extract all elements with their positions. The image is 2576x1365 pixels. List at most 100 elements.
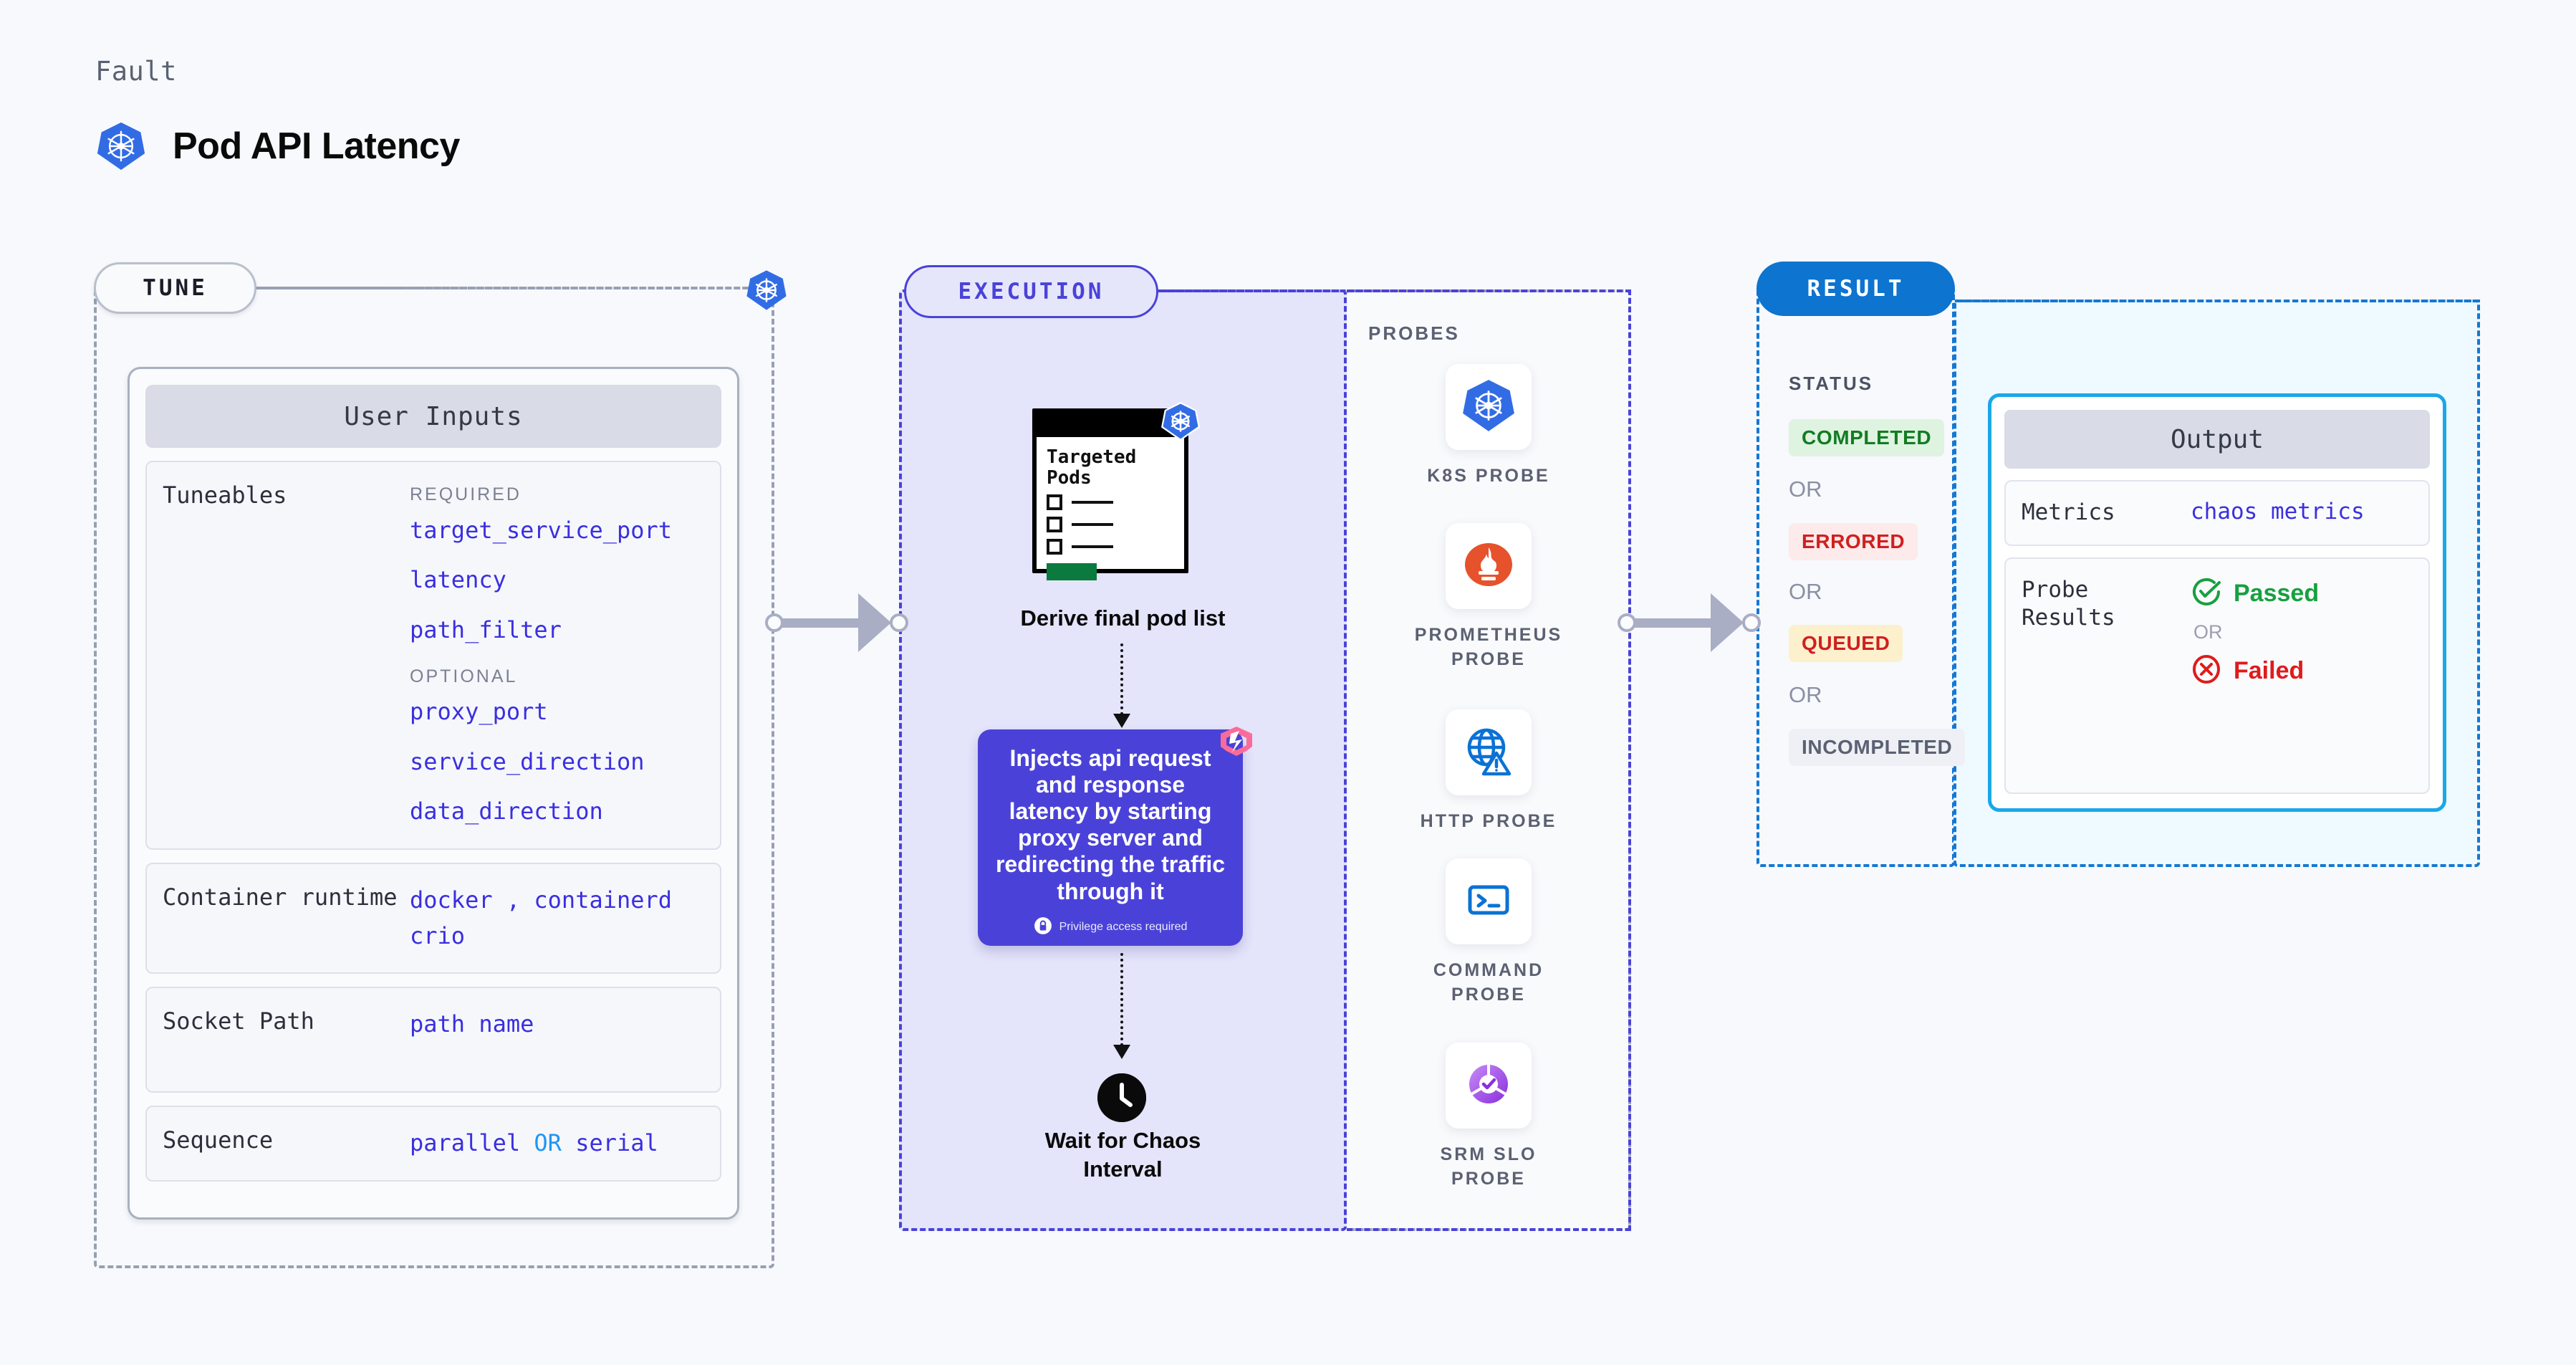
tune-row-sequence: Sequence parallel OR serial [145, 1106, 721, 1182]
page-kicker: Fault [95, 56, 177, 87]
sequence-parallel[interactable]: parallel [410, 1129, 521, 1157]
lock-icon [1034, 916, 1052, 939]
wait-chaos-interval-caption: Wait for Chaos Interval [899, 1126, 1347, 1183]
probe-results-values: Passed OR Failed [2191, 576, 2319, 775]
privilege-note-row: Privilege access required [1034, 916, 1188, 939]
connector-execution-to-result [1618, 593, 1761, 652]
probe-tile [1446, 1043, 1532, 1129]
output-row-probe-results: Probe Results Passed OR [2004, 557, 2430, 794]
clock-icon [1097, 1073, 1146, 1122]
tune-row-label: Sequence [163, 1126, 274, 1154]
runtime-docker[interactable]: docker [410, 886, 493, 914]
tune-row-label: Socket Path [163, 1007, 314, 1035]
probe-result-or: OR [2193, 621, 2223, 643]
probe-tile [1446, 709, 1532, 795]
tune-row-socket-path: Socket Path path name [145, 987, 721, 1093]
container-runtime-values: docker , containerd crio [410, 883, 672, 954]
x-circle-icon [2191, 653, 2222, 689]
stage-chip-result[interactable]: RESULT [1756, 262, 1955, 316]
probe-label-line1: COMMAND [1433, 960, 1544, 980]
probe-result-passed-label: Passed [2234, 579, 2320, 607]
tuneable-path-filter[interactable]: path_filter [410, 616, 562, 643]
probe-label-line2: PROBE [1451, 984, 1526, 1005]
tune-row-tuneables: Tuneables REQUIRED target_service_port l… [145, 461, 721, 851]
inject-fault-card: Injects api request and response latency… [978, 729, 1243, 946]
probe-k8s[interactable]: K8S PROBE [1381, 364, 1596, 489]
status-or-1: OR [1789, 476, 1822, 502]
status-badge-errored: ERRORED [1789, 523, 1918, 560]
connector-arrowhead [1711, 593, 1744, 652]
privilege-note-text: Privilege access required [1059, 921, 1188, 934]
status-badge-incompleted: INCOMPLETED [1789, 729, 1966, 766]
flow-arrow-head [1113, 1045, 1130, 1059]
probe-label: PROMETHEUS PROBE [1415, 623, 1562, 672]
prometheus-icon [1461, 537, 1517, 596]
targeted-pods-document: Targeted Pods [1032, 408, 1188, 581]
probe-label-line1: SRM SLO [1440, 1144, 1537, 1164]
probe-label-line2: PROBE [1451, 1168, 1526, 1189]
kubernetes-icon [95, 120, 147, 172]
probe-results-label-line2: Results [2022, 605, 2115, 631]
connector-dot-start [765, 613, 784, 632]
page-title: Pod API Latency [173, 125, 460, 167]
probe-label: SRM SLO PROBE [1441, 1143, 1537, 1192]
checkbox-icon [1047, 539, 1062, 555]
sequence-or: OR [534, 1129, 562, 1157]
output-card: Output Metrics chaos metrics Probe Resul… [1988, 393, 2446, 812]
document-list-item [1047, 539, 1184, 555]
list-line [1072, 545, 1113, 549]
sequence-serial[interactable]: serial [575, 1129, 658, 1157]
list-line [1072, 501, 1113, 504]
execution-header-connector [1158, 289, 1631, 292]
tuneable-latency[interactable]: latency [410, 566, 506, 594]
probe-tile [1446, 858, 1532, 944]
litmus-icon [1218, 724, 1255, 761]
tuneable-service-direction[interactable]: service_direction [410, 747, 645, 775]
tune-header-connector [256, 287, 774, 289]
probe-label: COMMAND PROBE [1433, 959, 1544, 1007]
list-line [1072, 523, 1113, 527]
wait-caption-line1: Wait for Chaos [1044, 1128, 1201, 1153]
http-globe-warning-icon [1461, 724, 1516, 782]
connector-dot-start [1618, 613, 1636, 632]
metrics-value[interactable]: chaos metrics [2191, 499, 2365, 525]
connector-bar [782, 618, 861, 628]
probe-http[interactable]: HTTP PROBE [1381, 709, 1596, 834]
tune-row-label: Tuneables [163, 482, 287, 509]
flow-arrow-line [1120, 643, 1123, 715]
probe-result-failed-label: Failed [2234, 656, 2305, 684]
probes-right-border [1628, 289, 1631, 1231]
stage-chip-execution[interactable]: EXECUTION [904, 265, 1158, 318]
srm-slo-icon [1461, 1057, 1516, 1115]
tuneable-data-direction[interactable]: data_direction [410, 798, 603, 825]
probes-title: PROBES [1368, 322, 1460, 344]
probes-bottom-border [1347, 1228, 1631, 1231]
probe-tile [1446, 364, 1532, 450]
runtime-crio[interactable]: crio [410, 921, 466, 949]
connector-tune-to-execution [765, 593, 908, 652]
tune-row-container-runtime: Container runtime docker , containerd cr… [145, 863, 721, 974]
stage-chip-tune[interactable]: TUNE [94, 262, 256, 314]
runtime-separator: , [506, 886, 521, 914]
flow-arrow-line [1120, 953, 1123, 1046]
tuneable-proxy-port[interactable]: proxy_port [410, 698, 548, 726]
probe-label: K8S PROBE [1427, 466, 1550, 486]
probe-prometheus[interactable]: PROMETHEUS PROBE [1381, 523, 1596, 672]
socket-path-value[interactable]: path name [410, 1010, 534, 1038]
kubernetes-icon [1160, 401, 1201, 441]
derive-pod-list-caption: Derive final pod list [1020, 605, 1226, 631]
output-title: Output [2004, 410, 2430, 469]
probe-results-label: Probe Results [2022, 576, 2191, 775]
connector-arrowhead [858, 593, 891, 652]
probe-srm-slo[interactable]: SRM SLO PROBE [1381, 1043, 1596, 1192]
tuneable-target-service-port[interactable]: target_service_port [410, 516, 673, 544]
status-or-3: OR [1789, 682, 1822, 707]
document-body: Targeted Pods [1037, 437, 1184, 581]
runtime-containerd[interactable]: containerd [534, 886, 673, 914]
kubernetes-icon [1461, 378, 1517, 437]
probe-result-failed: Failed [2191, 653, 2319, 689]
tune-row-label: Container runtime [163, 883, 398, 911]
probe-command[interactable]: COMMAND PROBE [1381, 858, 1596, 1007]
tuneables-group-optional-label: OPTIONAL [410, 666, 518, 686]
